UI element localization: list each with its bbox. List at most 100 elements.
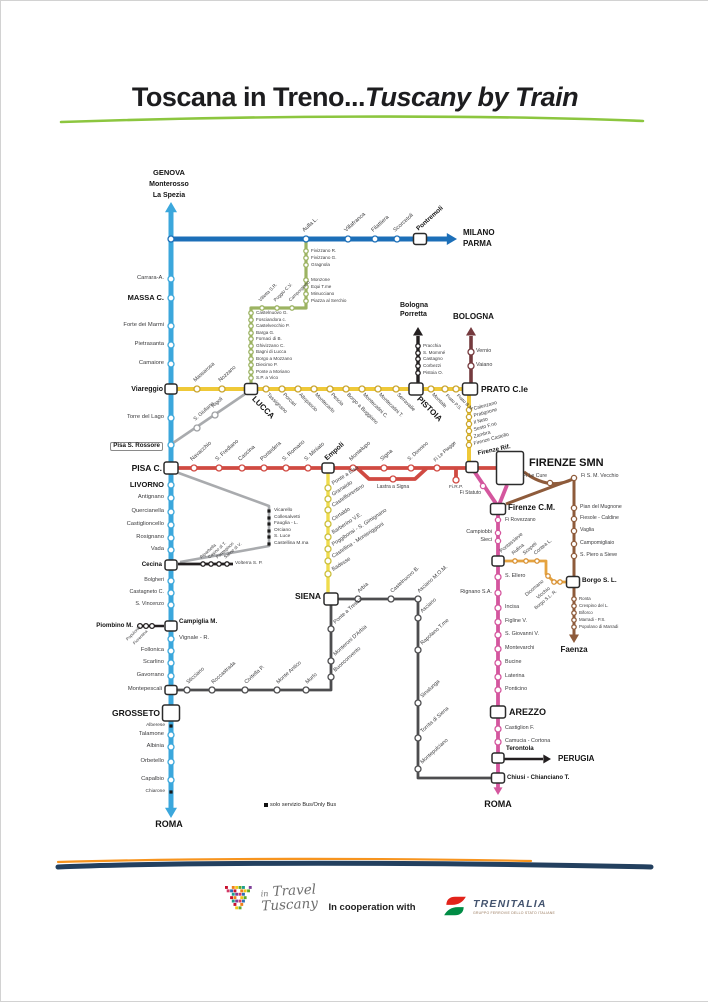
station-circle — [570, 527, 578, 535]
mosaic-cell — [230, 895, 233, 899]
station-circle — [167, 577, 175, 585]
station-circle — [387, 595, 395, 603]
station-circle — [167, 521, 175, 529]
station-box — [163, 461, 179, 475]
station-circle — [167, 601, 175, 609]
station-box — [465, 460, 479, 474]
station-circle — [571, 610, 577, 616]
station-circle — [167, 494, 175, 502]
station-circle — [167, 758, 175, 766]
mosaic-cell — [231, 885, 235, 889]
trenitalia-mark-red — [446, 896, 466, 905]
station-box — [489, 502, 507, 516]
station-circle — [241, 686, 249, 694]
station-box — [412, 232, 428, 246]
bus-stop-dot — [169, 724, 173, 728]
station-circle — [289, 305, 295, 311]
station-circle — [414, 646, 422, 654]
mosaic-cell — [242, 885, 245, 889]
station-circle — [371, 235, 379, 243]
bus-stop-dot — [267, 516, 271, 520]
station-circle — [427, 385, 435, 393]
station-circle — [190, 464, 198, 472]
station-circle — [167, 731, 175, 739]
station-circle — [304, 464, 312, 472]
station-box — [164, 559, 178, 571]
mosaic-cell — [243, 895, 247, 899]
title-english: Tuscany by Train — [364, 82, 579, 112]
station-circle — [557, 579, 563, 585]
station-circle — [467, 348, 475, 356]
station-circle — [414, 595, 422, 603]
station-circle — [167, 294, 175, 302]
mosaic-cell — [235, 885, 239, 889]
station-circle — [465, 441, 473, 449]
station-box — [461, 382, 479, 396]
mosaic-cell — [225, 885, 228, 889]
arrow-down-icon — [165, 807, 177, 818]
mosaic-cell — [242, 899, 245, 902]
station-circle — [546, 479, 554, 487]
station-circle — [571, 624, 577, 630]
station-circle — [570, 552, 578, 560]
station-circle — [324, 545, 332, 553]
station-circle — [167, 235, 175, 243]
station-circle — [570, 504, 578, 512]
station-circle — [494, 738, 502, 746]
station-circle — [183, 686, 191, 694]
line-faentina — [505, 470, 576, 635]
station-circle — [282, 464, 290, 472]
station-circle — [570, 474, 578, 482]
station-circle — [167, 322, 175, 330]
station-circle — [414, 765, 422, 773]
mosaic-cell — [240, 902, 244, 906]
station-circle — [494, 516, 502, 524]
bus-stop-dot — [267, 529, 271, 533]
station-circle — [216, 561, 222, 567]
station-circle — [248, 330, 254, 336]
station-box — [323, 592, 339, 606]
mosaic-cell — [243, 888, 247, 892]
station-circle — [415, 356, 421, 362]
station-circle — [414, 614, 422, 622]
bus-stop-dot — [267, 542, 271, 546]
arrow-up-icon — [466, 327, 476, 336]
station-circle — [415, 343, 421, 349]
station-circle — [260, 464, 268, 472]
station-circle — [494, 529, 502, 537]
mosaic-cell — [238, 885, 242, 889]
station-circle — [494, 604, 502, 612]
station-circle — [467, 362, 475, 370]
trenitalia-mark-green — [444, 907, 464, 916]
station-circle — [167, 441, 175, 449]
station-circle — [324, 484, 332, 492]
mosaic-cell — [238, 905, 242, 909]
station-circle — [465, 434, 473, 442]
station-circle — [433, 464, 441, 472]
station-circle — [248, 323, 254, 329]
station-circle — [248, 336, 254, 342]
station-circle — [415, 370, 421, 376]
station-circle — [324, 506, 332, 514]
station-circle — [465, 413, 473, 421]
station-circle — [494, 618, 502, 626]
station-circle — [392, 385, 400, 393]
mosaic-cell — [247, 888, 250, 892]
station-circle — [148, 622, 156, 630]
station-circle — [136, 622, 144, 630]
trenitalia-mark-icon — [444, 896, 466, 916]
station-circle — [452, 385, 460, 393]
station-circle — [415, 350, 421, 356]
line-pontassieve-borgo — [503, 559, 567, 584]
station-circle — [167, 414, 175, 422]
station-circle — [193, 385, 201, 393]
station-circle — [274, 305, 280, 311]
station-circle — [571, 596, 577, 602]
station-circle — [523, 558, 529, 564]
mosaic-cell — [233, 895, 237, 899]
trenitalia-text: TRENITALIA GRUPPO FERROVIE DELLO STATO I… — [473, 898, 555, 915]
mosaic-cell — [235, 905, 239, 909]
station-box — [489, 705, 507, 719]
station-circle — [303, 262, 309, 268]
station-circle — [215, 464, 223, 472]
